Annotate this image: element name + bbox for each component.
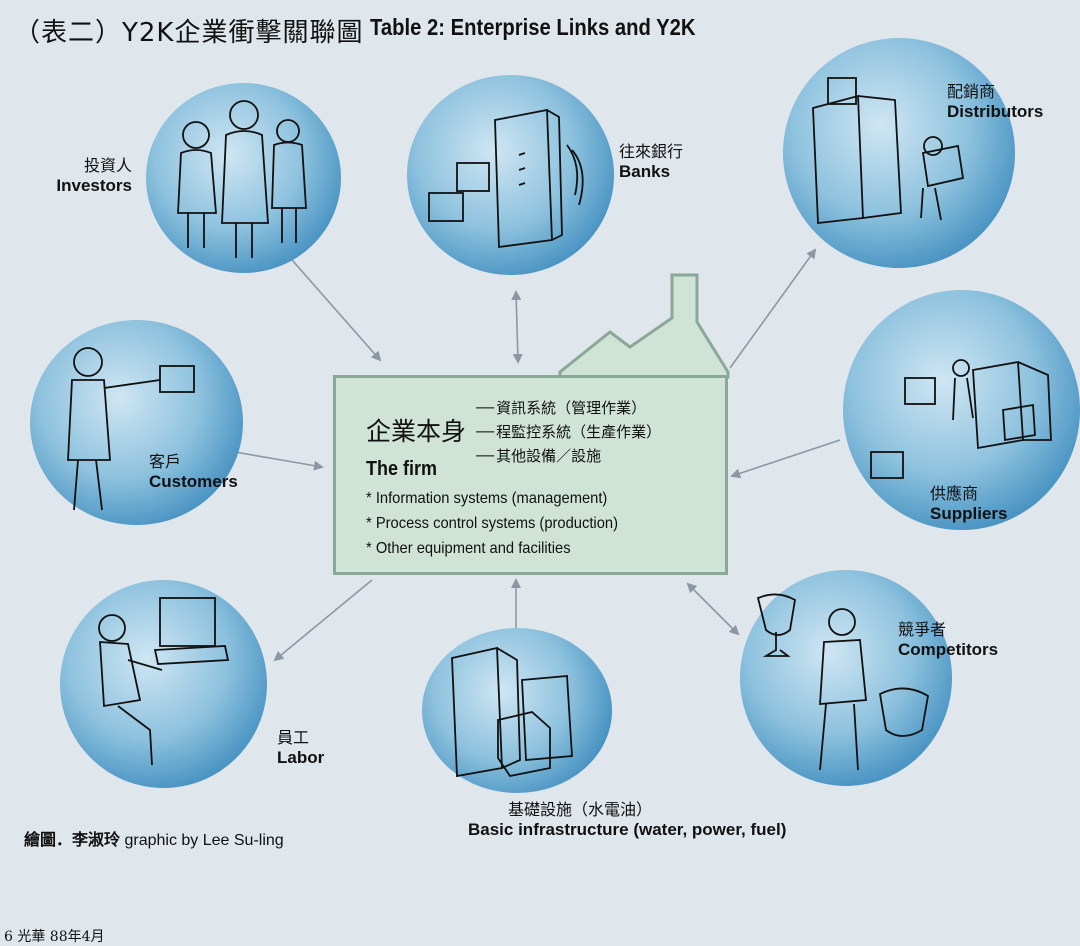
arrow-investors xyxy=(284,251,382,362)
labor-bubble xyxy=(60,580,267,788)
customers-label-zh: 客戶 xyxy=(149,452,182,471)
infrastructure-buildings-icon xyxy=(451,646,573,778)
arrow-customers xyxy=(234,451,324,471)
investors-label-zh: 投資人 xyxy=(83,156,132,175)
competitors-label-zh: 競爭者 xyxy=(898,620,947,639)
firm-subsystem-zh: 程監控系統（生產作業） xyxy=(476,420,661,444)
firm-item-en: Information systems (management) xyxy=(366,486,618,511)
investors-people-icon xyxy=(177,100,307,258)
arrow-labor xyxy=(273,579,373,662)
suppliers-label-en: Suppliers xyxy=(930,504,1008,523)
firm-title-zh: 企業本身 xyxy=(366,417,467,446)
arrow-distributors xyxy=(729,248,817,369)
competitors-trophy-icon xyxy=(756,593,929,771)
suppliers-factory-icon xyxy=(870,359,1052,479)
arrow-competitors xyxy=(686,582,740,636)
banks-bubble xyxy=(407,75,614,275)
customers-person-icon xyxy=(67,347,195,511)
customers-label-en: Customers xyxy=(149,472,238,491)
credit-zh: 繪圖．李淑玲 xyxy=(24,830,121,849)
banks-label: 往來銀行 Banks xyxy=(619,142,739,182)
factory-roof xyxy=(558,273,730,379)
title-english: Table 2: Enterprise Links and Y2K xyxy=(370,14,696,40)
banks-label-zh: 往來銀行 xyxy=(619,142,684,161)
labor-label-zh: 員工 xyxy=(277,728,310,747)
labor-worker-icon xyxy=(98,597,230,766)
title-chinese: （表二）Y2K企業衝擊關聯圖 xyxy=(14,18,364,48)
investors-label-en: Investors xyxy=(56,176,132,195)
labor-label: 員工 Labor xyxy=(277,728,357,768)
firm-title-en: The firm xyxy=(366,458,438,480)
firm-item-en: Process control systems (production) xyxy=(366,511,618,536)
credit-en: graphic by Lee Su-ling xyxy=(124,832,284,849)
labor-label-en: Labor xyxy=(277,748,325,767)
customers-label: 客戶 Customers xyxy=(149,452,259,492)
infrastructure-label: 基礎設施（水電油） Basic infrastructure (water, p… xyxy=(468,800,888,840)
infrastructure-label-en: Basic infrastructure (water, power, fuel… xyxy=(468,820,787,839)
arrow-banks xyxy=(511,290,523,364)
banks-computer-icon xyxy=(428,108,584,249)
firm-subsystem-zh: 其他設備／設施 xyxy=(476,444,661,468)
firm-subsystems-zh: 資訊系統（管理作業） 程監控系統（生產作業） 其他設備／設施 xyxy=(476,396,661,468)
banks-label-en: Banks xyxy=(619,162,671,181)
competitors-label-en: Competitors xyxy=(898,640,999,659)
distributors-label: 配銷商 Distributors xyxy=(947,82,1072,122)
distributors-label-en: Distributors xyxy=(947,102,1044,121)
suppliers-label-zh: 供應商 xyxy=(930,484,979,503)
distributors-label-zh: 配銷商 xyxy=(947,82,996,101)
firm-subsystem-zh: 資訊系統（管理作業） xyxy=(476,396,661,420)
customers-bubble xyxy=(30,320,243,525)
graphic-credit: 繪圖．李淑玲 graphic by Lee Su-ling xyxy=(24,826,284,850)
competitors-label: 競爭者 Competitors xyxy=(898,620,1018,660)
suppliers-label: 供應商 Suppliers xyxy=(930,484,1040,524)
firm-items-en: Information systems (management) Process… xyxy=(366,486,618,561)
competitors-bubble xyxy=(740,570,952,786)
firm-item-en: Other equipment and facilities xyxy=(366,536,618,561)
infrastructure-bubble xyxy=(422,628,612,793)
suppliers-bubble xyxy=(843,290,1080,530)
arrow-suppliers xyxy=(730,439,841,479)
firm-box: 企業本身 資訊系統（管理作業） 程監控系統（生產作業） 其他設備／設施 The … xyxy=(333,375,728,575)
distributors-bubble xyxy=(783,38,1015,268)
page-footer: 6 光華 88年4月 xyxy=(4,929,105,945)
distributors-warehouse-icon xyxy=(812,77,965,225)
investors-label: 投資人 Investors xyxy=(40,156,132,196)
investors-bubble xyxy=(146,83,341,273)
infrastructure-label-zh: 基礎設施（水電油） xyxy=(508,800,653,819)
